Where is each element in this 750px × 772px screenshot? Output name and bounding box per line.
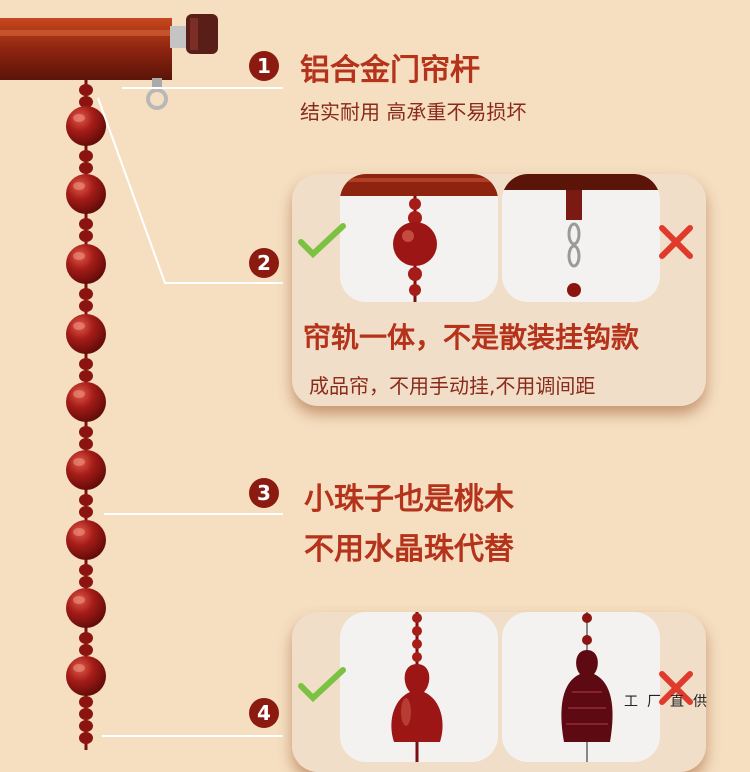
bead-highlight	[73, 322, 85, 330]
product-infographic: 1 铝合金门帘杆 结实耐用 高承重不易损坏 2 帘轨一体，不是散装	[0, 14, 716, 762]
correct-example-photo	[340, 174, 498, 302]
small-bead	[79, 644, 93, 656]
step-badge-4: 4	[249, 698, 279, 728]
bead-highlight	[73, 596, 85, 604]
bead-highlight	[73, 528, 85, 536]
feature-1-subtitle: 结实耐用 高承重不易损坏	[300, 100, 527, 124]
wood-gourd-photo	[340, 612, 498, 762]
feature-3-subtitle: 不用水晶珠代替	[304, 532, 514, 567]
bead-highlight	[73, 182, 85, 190]
small-bead	[79, 426, 93, 438]
factory-direct-label: 工厂直供	[624, 694, 716, 710]
small-bead	[79, 162, 93, 174]
leader-lines	[97, 87, 283, 737]
small-bead	[79, 438, 93, 450]
small-bead	[79, 494, 93, 506]
small-bead	[79, 300, 93, 312]
step-badge-1: 1	[249, 51, 279, 81]
bead-highlight	[73, 664, 85, 672]
small-bead	[79, 84, 93, 96]
small-bead	[79, 506, 93, 518]
bead-strand	[66, 84, 106, 744]
feature-2-subtitle: 成品帘，不用手动挂,不用调间距	[309, 374, 596, 398]
curtain-illustration	[0, 14, 218, 750]
small-bead	[79, 632, 93, 644]
small-bead	[79, 576, 93, 588]
feature-1-title: 铝合金门帘杆	[300, 53, 480, 88]
small-bead	[79, 288, 93, 300]
bead-highlight	[73, 252, 85, 260]
bead-highlight	[73, 390, 85, 398]
small-bead	[79, 96, 93, 108]
small-bead	[79, 696, 93, 708]
small-bead	[79, 218, 93, 230]
feature-2-title: 帘轨一体，不是散装挂钩款	[303, 321, 640, 354]
wrong-example-photo	[502, 174, 660, 302]
cross-icon	[659, 225, 693, 259]
bead-highlight	[73, 458, 85, 466]
crystal-gourd-photo	[502, 612, 660, 762]
small-bead	[79, 370, 93, 382]
small-bead	[79, 150, 93, 162]
step-badge-2: 2	[249, 248, 279, 278]
check-icon	[298, 223, 346, 259]
small-bead	[79, 708, 93, 720]
feature-3-title: 小珠子也是桃木	[304, 482, 514, 517]
check-icon	[298, 667, 346, 703]
small-bead	[79, 720, 93, 732]
bead-highlight	[73, 114, 85, 122]
small-bead	[79, 358, 93, 370]
small-bead	[79, 564, 93, 576]
small-bead	[79, 230, 93, 242]
small-bead	[79, 732, 93, 744]
cross-icon	[659, 671, 693, 705]
step-badge-3: 3	[249, 478, 279, 508]
